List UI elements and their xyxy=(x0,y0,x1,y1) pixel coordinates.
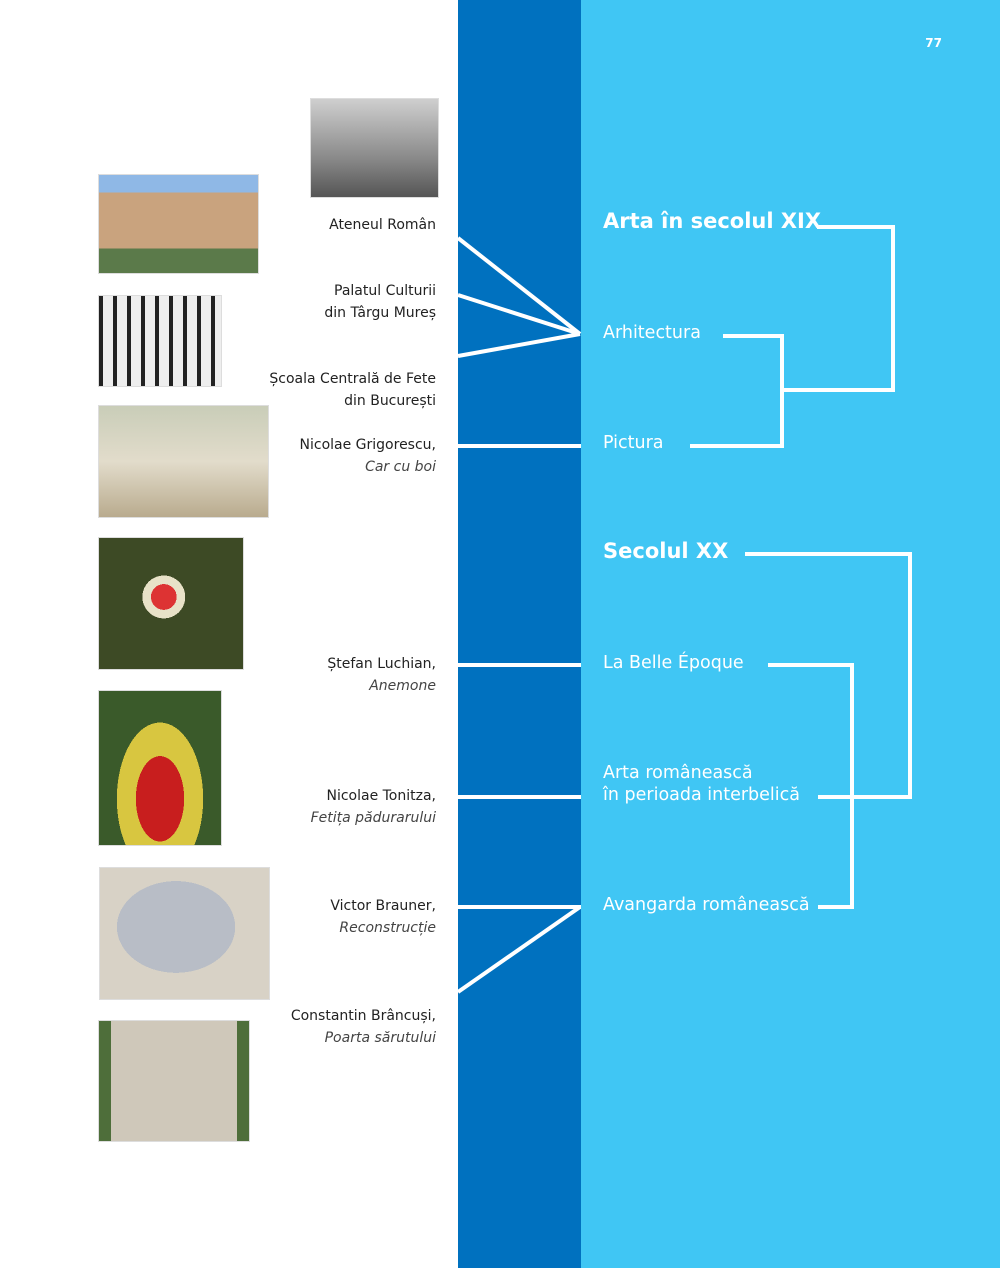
caption-luchian: Ștefan Luchian,Anemone xyxy=(327,656,436,694)
fetita-padurarului-painting xyxy=(98,690,222,846)
caption-ateneul: Ateneul Român xyxy=(329,217,436,233)
car-cu-boi-painting xyxy=(98,405,269,518)
caption-grigorescu: Nicolae Grigorescu,Car cu boi xyxy=(299,437,436,475)
node-belle-epoque: La Belle Époque xyxy=(603,653,744,673)
caption-brancusi: Constantin Brâncuși,Poarta sărutului xyxy=(290,1008,436,1046)
caption-tonitza: Nicolae Tonitza,Fetița pădurarului xyxy=(310,788,436,826)
node-secolul-xx: Secolul XX xyxy=(603,539,729,563)
node-arta-secolul-xix: Arta în secolul XIX xyxy=(603,209,822,233)
page-number: 77 xyxy=(925,36,942,50)
node-avangarda: Avangarda românească xyxy=(603,895,810,915)
scoala-centrala-photo xyxy=(98,295,222,387)
reconstructie-painting xyxy=(99,867,270,1000)
caption-brauner: Victor Brauner,Reconstrucție xyxy=(330,898,436,936)
ateneul-roman-photo xyxy=(310,98,439,198)
poarta-sarutului-photo xyxy=(98,1020,250,1142)
node-pictura: Pictura xyxy=(603,433,664,453)
node-arhitectura: Arhitectura xyxy=(603,323,701,343)
dark-blue-band xyxy=(458,0,581,1268)
palatul-culturii-photo xyxy=(98,174,259,274)
light-blue-band xyxy=(581,0,1000,1268)
anemone-painting xyxy=(98,537,244,670)
